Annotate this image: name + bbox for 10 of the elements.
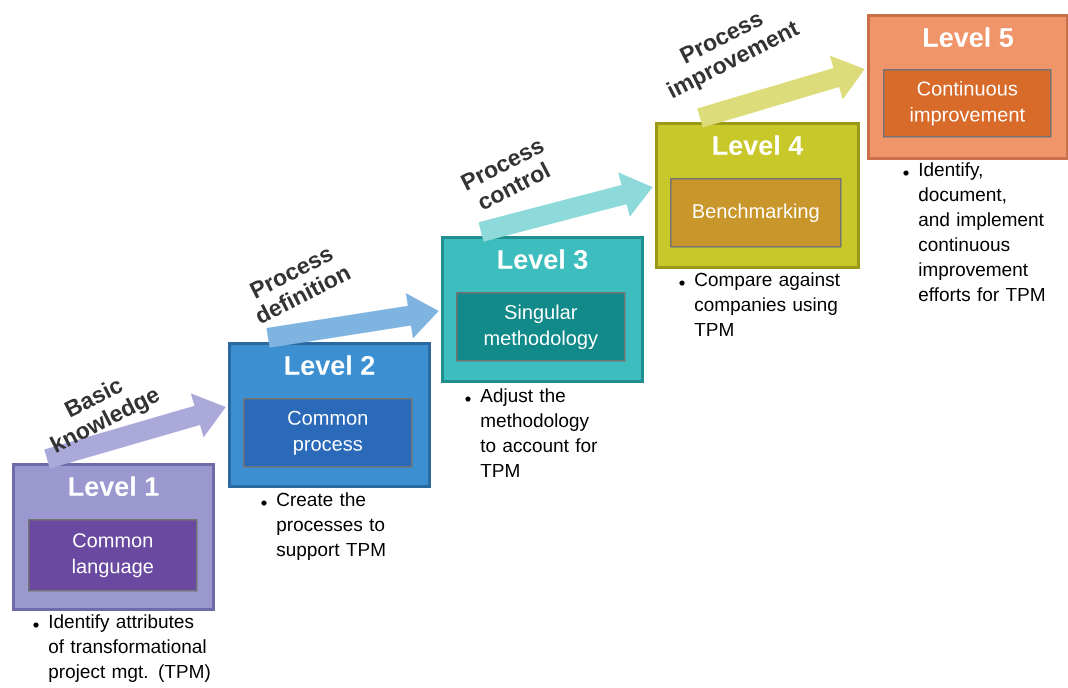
bullet-text: Identify attributes of transformational project mgt. (TPM) <box>33 614 210 682</box>
bullet-text: Compare against companies using TPM <box>679 272 840 336</box>
label-box: Singular methodology <box>456 292 626 362</box>
label-box: Common process <box>243 398 413 468</box>
label-box: Common language <box>28 519 198 592</box>
bullet-text: Identify, document, and implement continuous improvement efforts for TPM <box>903 162 1045 302</box>
bullet-text: Create the processes to support TPM <box>261 492 385 560</box>
label-box: Benchmarking <box>670 178 842 248</box>
bullet-text: Adjust the methodology to account for TPM <box>465 388 598 477</box>
label-box: Continuous improvement <box>883 69 1052 138</box>
